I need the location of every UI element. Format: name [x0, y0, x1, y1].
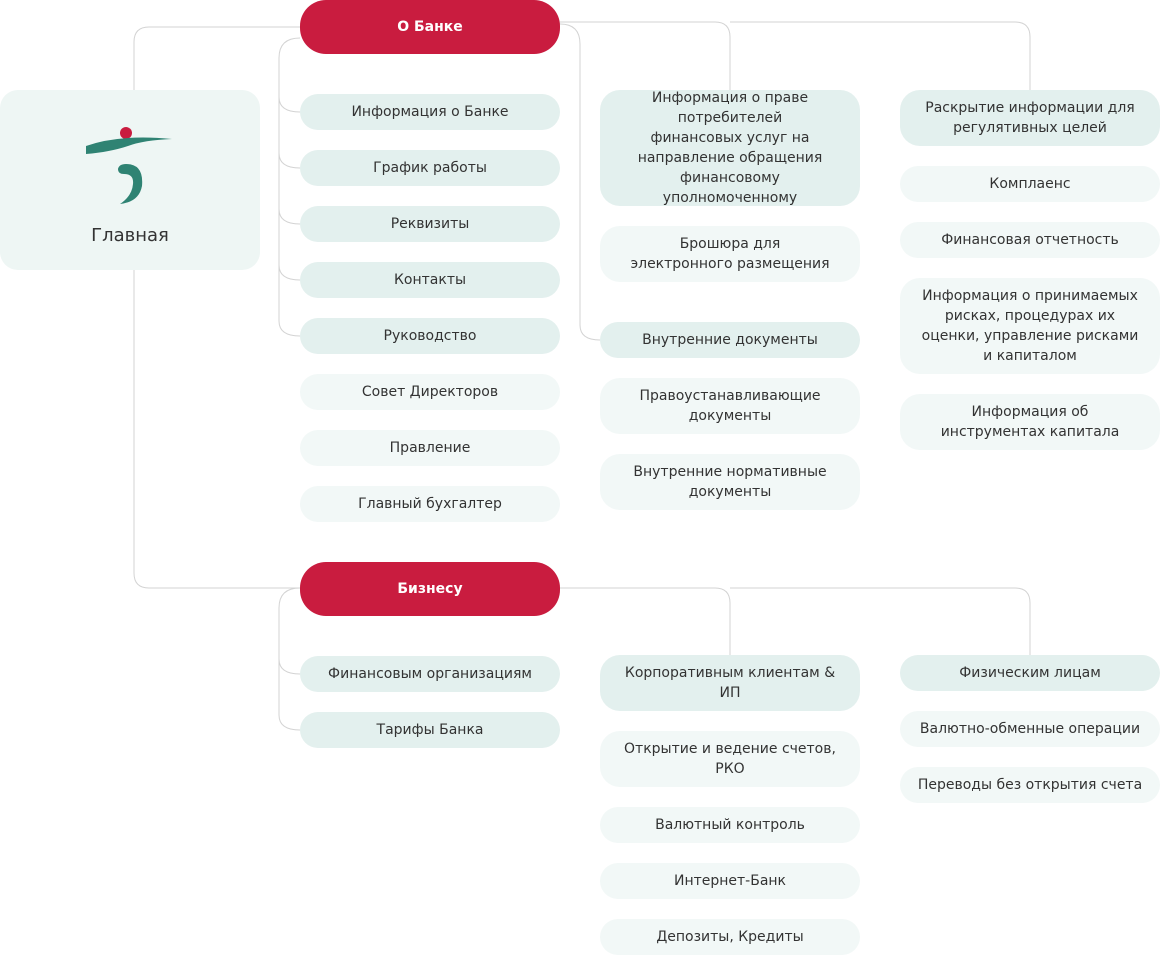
connector-about-col2-top: [560, 21, 731, 90]
business-currency-control[interactable]: Валютный контроль: [600, 807, 860, 843]
about-founding-documents[interactable]: Правоустанавливающие документы: [600, 378, 860, 434]
about-work-schedule[interactable]: График работы: [300, 150, 560, 186]
business-currency-exchange[interactable]: Валютно-обменные операции: [900, 711, 1160, 747]
about-electronic-brochure[interactable]: Брошюра для электронного размещения: [600, 226, 860, 282]
about-risk-information[interactable]: Информация о принимаемых рисках, процеду…: [900, 278, 1160, 374]
business-individuals[interactable]: Физическим лицам: [900, 655, 1160, 691]
connector-business-col1: [278, 587, 301, 731]
business-financial-organizations[interactable]: Финансовым организациям: [300, 656, 560, 692]
business-deposits-credits[interactable]: Депозиты, Кредиты: [600, 919, 860, 955]
about-management[interactable]: Руководство: [300, 318, 560, 354]
business-internet-bank[interactable]: Интернет-Банк: [600, 863, 860, 899]
about-compliance[interactable]: Комплаенс: [900, 166, 1160, 202]
about-executive-board[interactable]: Правление: [300, 430, 560, 466]
hana-logo-icon: [86, 127, 172, 204]
connector-about-col1-b2: [278, 152, 301, 169]
about-consumer-rights-info[interactable]: Информация о праве потребителей финансов…: [600, 90, 860, 206]
about-internal-documents[interactable]: Внутренние документы: [600, 322, 860, 358]
connector-about-col1: [278, 37, 301, 337]
connector-about-col2-lower: [559, 23, 601, 341]
connector-business-col1-b1: [278, 658, 301, 675]
about-bank-node[interactable]: О Банке: [300, 0, 560, 54]
connector-about-col1-b1: [278, 96, 301, 113]
business-node[interactable]: Бизнесу: [300, 562, 560, 616]
about-requisites[interactable]: Реквизиты: [300, 206, 560, 242]
about-board-of-directors[interactable]: Совет Директоров: [300, 374, 560, 410]
about-bank-info[interactable]: Информация о Банке: [300, 94, 560, 130]
business-account-opening[interactable]: Открытие и ведение счетов, РКО: [600, 731, 860, 787]
connector-about-col1-b3: [278, 208, 301, 225]
connector-business-col3: [730, 587, 1031, 655]
about-contacts[interactable]: Контакты: [300, 262, 560, 298]
about-capital-instruments[interactable]: Информация об инструментах капитала: [900, 394, 1160, 450]
connector-business-col2: [560, 587, 731, 655]
about-internal-regulatory-documents[interactable]: Внутренние нормативные документы: [600, 454, 860, 510]
business-transfers-without-account[interactable]: Переводы без открытия счета: [900, 767, 1160, 803]
about-financial-statements[interactable]: Финансовая отчетность: [900, 222, 1160, 258]
home-card[interactable]: Главная: [0, 90, 260, 270]
home-label: Главная: [91, 225, 169, 246]
connector-home-about: [133, 26, 300, 90]
connector-about-col3-top: [730, 21, 1031, 90]
about-chief-accountant[interactable]: Главный бухгалтер: [300, 486, 560, 522]
about-regulatory-disclosure[interactable]: Раскрытие информации для регулятивных це…: [900, 90, 1160, 146]
business-corporate-clients[interactable]: Корпоративным клиентам & ИП: [600, 655, 860, 711]
business-bank-tariffs[interactable]: Тарифы Банка: [300, 712, 560, 748]
connector-about-col1-b4: [278, 264, 301, 281]
connector-home-business: [133, 270, 300, 589]
